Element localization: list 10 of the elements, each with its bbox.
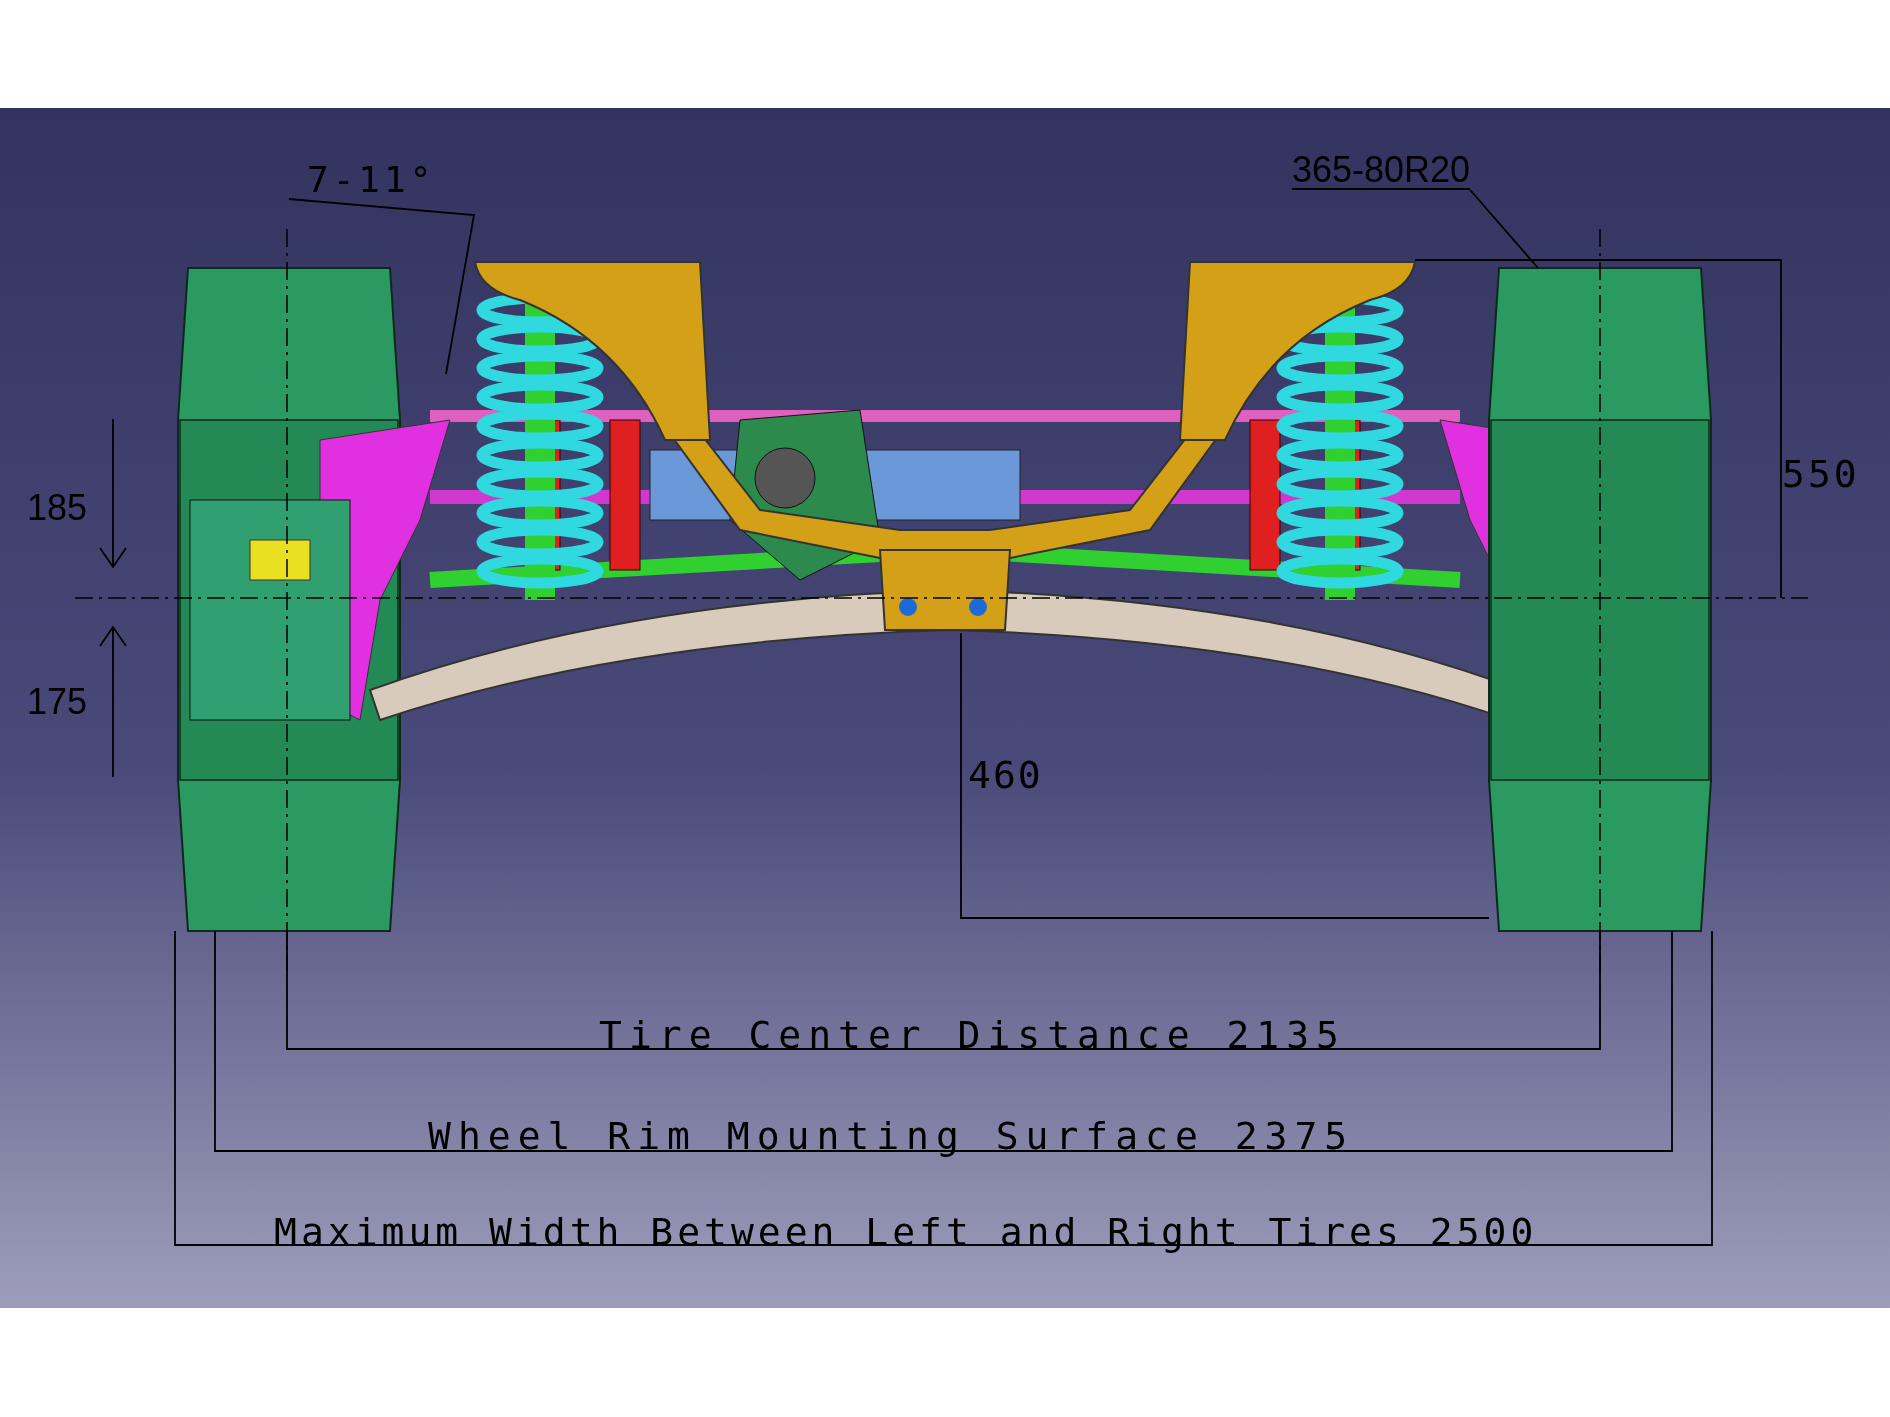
- dimension-label: 185: [27, 490, 88, 526]
- tire-drawing: [1488, 267, 1712, 932]
- tire-size-label: 365-80R20: [1292, 152, 1471, 190]
- leader-line: [1469, 189, 1539, 269]
- dimension-label: 550: [1782, 455, 1860, 493]
- dimension-label: 460: [968, 756, 1043, 794]
- dimension-label: 7-11°: [307, 162, 436, 198]
- dimension-label: Wheel Rim Mounting Surface 2375: [428, 1117, 1355, 1155]
- dimension-label: Tire Center Distance 2135: [599, 1016, 1346, 1054]
- dimension-label: 175: [27, 684, 88, 720]
